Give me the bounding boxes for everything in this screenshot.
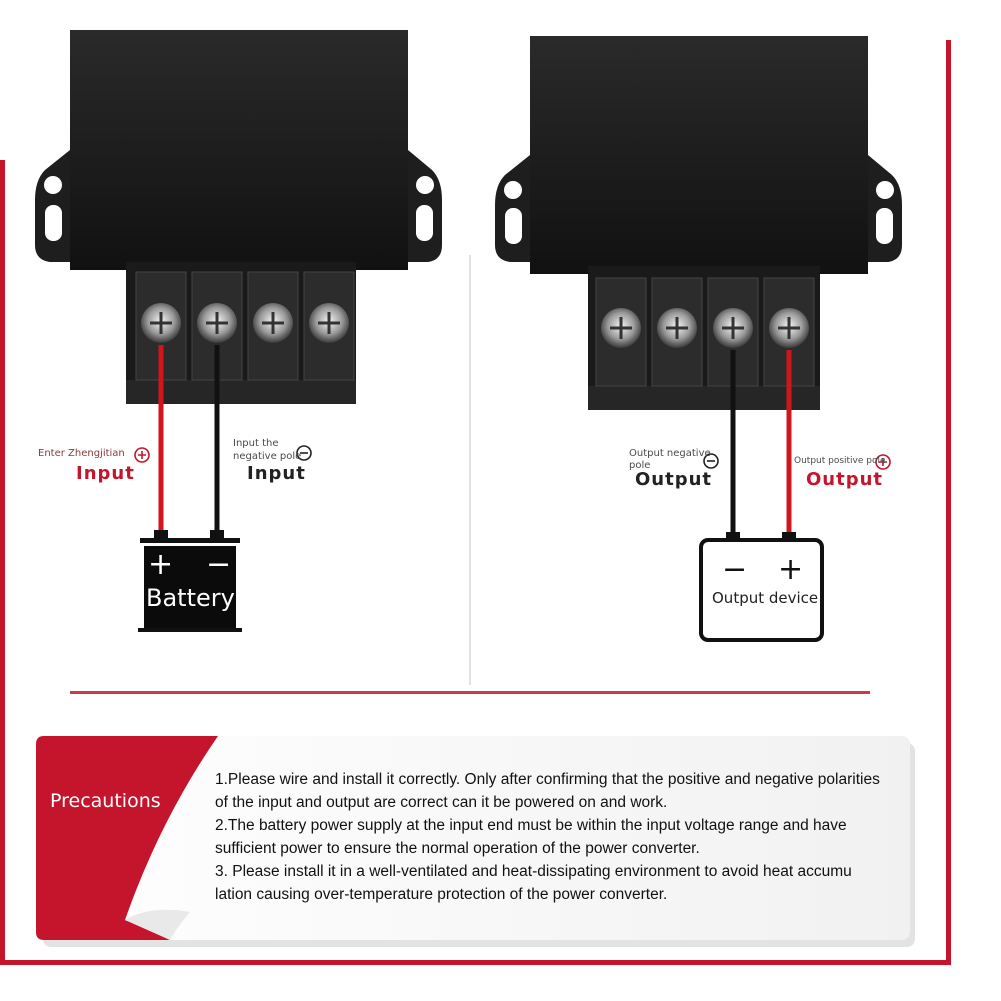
device-plus-sign: + xyxy=(778,552,804,587)
output-device-shape xyxy=(699,538,824,642)
left-positive-label: Enter Zhengjitian xyxy=(38,448,125,459)
battery-minus-sign: − xyxy=(206,547,232,582)
output-device-label: Output device xyxy=(712,589,819,607)
right-wires xyxy=(726,350,796,542)
battery-label: Battery xyxy=(146,584,235,612)
precaution-line: lation causing over-temperature protecti… xyxy=(215,886,668,903)
left-polarity-icons xyxy=(134,445,312,463)
right-positive-label: Output positive pole xyxy=(794,456,886,466)
right-positive-title: Output xyxy=(806,469,884,490)
right-negative-label-line2: pole xyxy=(629,460,651,471)
battery-plus-sign: + xyxy=(148,547,174,582)
precautions-panel xyxy=(36,736,915,947)
precautions-title: Precautions xyxy=(50,790,161,812)
precaution-line: 3. Please install it in a well-ventilate… xyxy=(215,863,852,880)
right-negative-title: Output xyxy=(635,469,713,490)
precautions-text: 1.Please wire and install it correctly. … xyxy=(215,768,905,906)
device-minus-sign: − xyxy=(722,552,748,587)
left-negative-title: Input xyxy=(247,463,306,484)
left-wires xyxy=(154,345,224,540)
precaution-line: 1.Please wire and install it correctly. … xyxy=(215,771,880,788)
battery-shape xyxy=(138,538,242,632)
precaution-line: 2.The battery power supply at the input … xyxy=(215,817,847,834)
left-negative-label-line2: negative pole xyxy=(233,451,302,462)
left-positive-title: Input xyxy=(76,463,135,484)
right-polarity-icons xyxy=(703,453,891,470)
right-negative-label-line1: Output negative xyxy=(629,448,711,459)
left-negative-label-line1: Input the xyxy=(233,438,279,449)
precaution-line: sufficient power to ensure the normal op… xyxy=(215,840,700,857)
frame-lines xyxy=(0,40,951,965)
precaution-line: of the input and output are correct can … xyxy=(215,794,668,811)
